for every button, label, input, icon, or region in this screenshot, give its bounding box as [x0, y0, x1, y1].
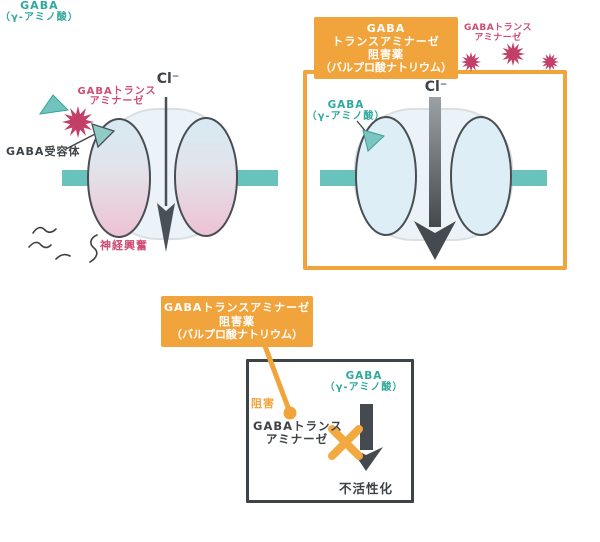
- left-bound-gaba-triangle-icon: [91, 123, 116, 149]
- left-channel-pore: [99, 108, 234, 240]
- bottom-inhibitor-box: GABAトランスアミナーゼ 阻害薬 （バルプロ酸ナトリウム）: [161, 296, 313, 347]
- excitement-label: 神経興奮: [100, 239, 148, 252]
- left-membrane-left: [62, 170, 89, 186]
- left-receptor-label: GABA受容体: [6, 145, 81, 158]
- excitement-squiggles: [28, 226, 98, 263]
- inhibit-label: 阻害: [251, 397, 275, 410]
- left-receptor-subunit-right: [174, 117, 238, 237]
- bottom-gaba-label: GABA （γ-アミノ酸）: [324, 370, 404, 393]
- left-chloride-label: Cl⁻: [156, 71, 180, 87]
- right-gaba-label: GABA （γ-アミノ酸）: [306, 99, 386, 122]
- right-inhibitor-box: GABA トランスアミナーゼ 阻害薬 （バルプロ酸ナトリウム）: [314, 17, 458, 79]
- left-receptor-subunit-left: [87, 118, 151, 238]
- left-transaminase-label: GABAトランス アミナーゼ: [77, 86, 157, 107]
- right-transaminase-label: GABAトランス アミナーゼ: [464, 23, 532, 43]
- inactivation-label: 不活性化: [338, 481, 393, 496]
- left-chloride-arrow-head: [157, 203, 175, 252]
- left-gaba-label: GABA （γ-アミノ酸）: [0, 0, 79, 23]
- right-chloride-label: Cl⁻: [424, 79, 448, 95]
- inactivation-box-border: [246, 359, 414, 503]
- left-receptor-diagram: [28, 94, 278, 263]
- left-free-gaba-triangle-icon: [38, 94, 70, 115]
- starburst-icon-3: [541, 53, 559, 71]
- left-membrane-right: [236, 170, 278, 186]
- left-transaminase-starburst-icon: [62, 106, 94, 138]
- bottom-transaminase-label: GABAトランス アミナーゼ: [253, 419, 343, 446]
- starburst-icon-2: [501, 42, 525, 66]
- starburst-icon-1: [461, 52, 481, 72]
